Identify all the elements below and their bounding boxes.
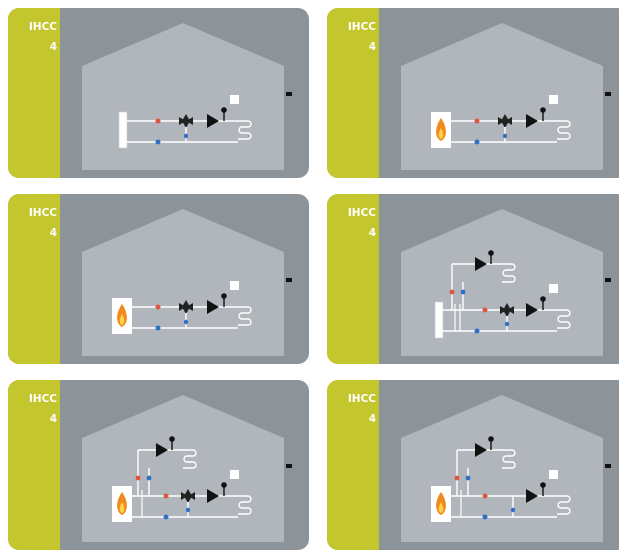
panel-1: IHCC 4 bbox=[8, 8, 309, 178]
outdoor-sensor-icon bbox=[286, 464, 292, 468]
thermostat-icon bbox=[488, 436, 494, 450]
heating-diagram bbox=[401, 395, 611, 542]
panel-number: 4 bbox=[368, 413, 376, 425]
room-sensor-icon bbox=[549, 95, 558, 104]
floor-heating-coil bbox=[238, 495, 252, 515]
flow-sensor-icon bbox=[482, 307, 488, 313]
label-strip bbox=[327, 194, 379, 364]
return-sensor-icon bbox=[474, 328, 480, 334]
thermostat-icon bbox=[540, 296, 546, 310]
panel-title: IHCC bbox=[347, 393, 376, 405]
outdoor-sensor-icon bbox=[286, 92, 292, 96]
return-sensor-icon bbox=[482, 514, 488, 520]
label-strip bbox=[8, 8, 60, 178]
outdoor-sensor-icon bbox=[605, 92, 611, 96]
thermostat-icon bbox=[540, 482, 546, 496]
thermostat-icon bbox=[221, 482, 227, 496]
mixing-valve-icon bbox=[498, 114, 512, 128]
return-sensor-icon bbox=[155, 325, 161, 331]
return-sensor-icon bbox=[163, 514, 169, 520]
mixing-valve-icon bbox=[500, 303, 514, 317]
panel-2: IHCC 4 bbox=[327, 8, 619, 178]
flow-sensor-icon bbox=[155, 118, 161, 124]
floor-heating-coil bbox=[557, 495, 571, 515]
flame-boiler-icon bbox=[431, 112, 451, 148]
heating-diagram bbox=[82, 209, 292, 356]
panel-3: IHCC 4 bbox=[8, 194, 309, 364]
panel-6: IHCC 4 bbox=[327, 380, 619, 550]
heating-diagram bbox=[401, 23, 611, 170]
floor-heating-coil bbox=[238, 120, 252, 140]
return-sensor-icon bbox=[155, 139, 161, 145]
heating-diagram bbox=[82, 395, 292, 542]
panel-number: 4 bbox=[49, 41, 57, 53]
pump-icon bbox=[156, 443, 168, 457]
boiler-icon bbox=[434, 301, 444, 339]
floor-heating-coil bbox=[557, 120, 571, 140]
thermostat-icon bbox=[221, 293, 227, 307]
flame-boiler-icon bbox=[431, 486, 451, 522]
pump-icon bbox=[475, 443, 487, 457]
thermostat-icon bbox=[488, 250, 494, 264]
floor-heating-coil bbox=[183, 449, 197, 469]
panel-title: IHCC bbox=[347, 21, 376, 33]
mixing-valve-icon bbox=[179, 300, 193, 314]
house-shape bbox=[82, 23, 284, 170]
thermostat-icon bbox=[221, 107, 227, 121]
flame-boiler-icon bbox=[112, 298, 132, 334]
thermostat-icon bbox=[169, 436, 175, 450]
label-strip bbox=[327, 380, 379, 550]
pump-icon bbox=[526, 114, 538, 128]
pump-icon bbox=[207, 489, 219, 503]
panel-number: 4 bbox=[49, 227, 57, 239]
room-sensor-icon bbox=[549, 470, 558, 479]
mixing-valve-icon bbox=[179, 114, 193, 128]
outdoor-sensor-icon bbox=[286, 278, 292, 282]
flow-sensor-icon bbox=[163, 493, 169, 499]
flame-boiler-icon bbox=[112, 486, 132, 522]
boiler-icon bbox=[118, 111, 128, 149]
flow-sensor-icon bbox=[474, 118, 480, 124]
floor-heating-coil bbox=[557, 309, 571, 329]
floor-heating-coil bbox=[502, 263, 516, 283]
house-shape bbox=[82, 209, 284, 356]
panel-number: 4 bbox=[368, 41, 376, 53]
panel-title: IHCC bbox=[347, 207, 376, 219]
panel-title: IHCC bbox=[28, 21, 57, 33]
panel-5: IHCC 4 bbox=[8, 380, 309, 550]
pump-icon bbox=[526, 489, 538, 503]
pump-icon bbox=[475, 257, 487, 271]
label-strip bbox=[8, 194, 60, 364]
outdoor-sensor-icon bbox=[605, 278, 611, 282]
outdoor-sensor-icon bbox=[605, 464, 611, 468]
pump-icon bbox=[207, 114, 219, 128]
room-sensor-icon bbox=[230, 281, 239, 290]
panel-title: IHCC bbox=[28, 393, 57, 405]
pump-icon bbox=[526, 303, 538, 317]
flow-sensor-icon bbox=[155, 304, 161, 310]
panel-4: IHCC 4 bbox=[327, 194, 619, 364]
panel-number: 4 bbox=[49, 413, 57, 425]
heating-diagram bbox=[401, 209, 611, 356]
house-shape bbox=[401, 23, 603, 170]
room-sensor-icon bbox=[230, 95, 239, 104]
return-sensor-icon bbox=[474, 139, 480, 145]
heating-diagram bbox=[82, 23, 292, 170]
panel-number: 4 bbox=[368, 227, 376, 239]
label-strip bbox=[8, 380, 60, 550]
floor-heating-coil bbox=[238, 306, 252, 326]
label-strip bbox=[327, 8, 379, 178]
mixing-valve-icon bbox=[181, 489, 195, 503]
flow-sensor-icon bbox=[482, 493, 488, 499]
pump-icon bbox=[207, 300, 219, 314]
floor-heating-coil bbox=[502, 449, 516, 469]
thermostat-icon bbox=[540, 107, 546, 121]
room-sensor-icon bbox=[230, 470, 239, 479]
room-sensor-icon bbox=[549, 284, 558, 293]
panel-title: IHCC bbox=[28, 207, 57, 219]
